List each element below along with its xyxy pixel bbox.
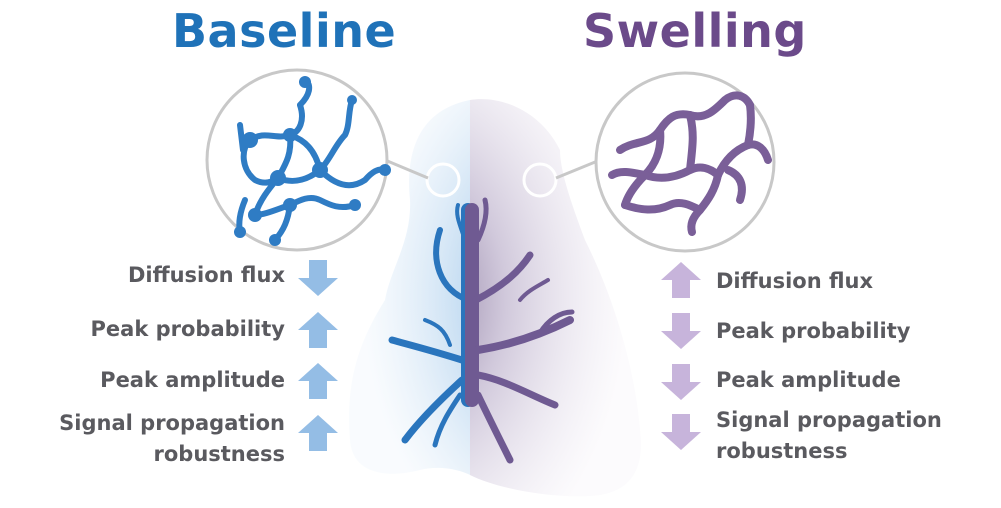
swelling-arrow-up-icon xyxy=(661,262,701,298)
swelling-connector xyxy=(556,160,600,178)
baseline-arrow-up-icon xyxy=(298,415,338,451)
baseline-arrow-up-icon xyxy=(298,363,338,399)
baseline-title: Baseline xyxy=(172,4,417,58)
swelling-arrow-down-icon xyxy=(661,414,701,450)
baseline-effect-peak-amplitude: Peak amplitude xyxy=(100,365,285,396)
swelling-effect-diffusion-flux: Diffusion flux xyxy=(716,266,873,297)
swelling-effect-peak-probability: Peak probability xyxy=(716,316,910,347)
swelling-arrow-down-icon xyxy=(661,313,701,349)
baseline-zoom-circle xyxy=(207,70,387,250)
swelling-arrow-down-icon xyxy=(661,364,701,400)
baseline-arrow-down-icon xyxy=(298,260,338,296)
swelling-title: Swelling xyxy=(583,4,828,58)
baseline-effect-diffusion-flux: Diffusion flux xyxy=(128,260,285,291)
baseline-effect-peak-probability: Peak probability xyxy=(91,314,285,345)
baseline-arrow-up-icon xyxy=(298,312,338,348)
swelling-effect-peak-amplitude: Peak amplitude xyxy=(716,365,901,396)
